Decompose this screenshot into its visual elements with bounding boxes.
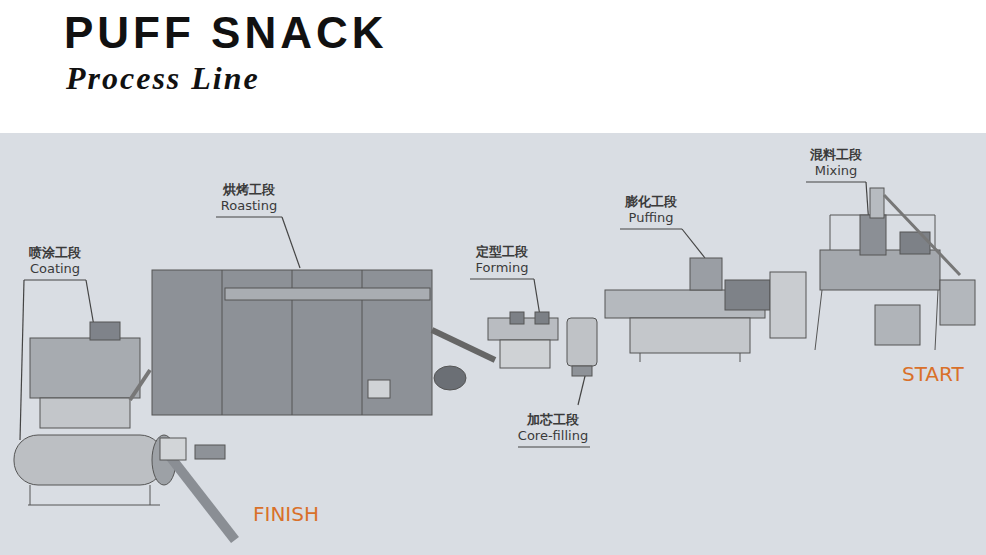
station-label: 定型工段 <box>476 243 528 261</box>
station-label: 加芯工段 <box>527 411 579 429</box>
station-label: 喷涂工段 <box>29 244 81 262</box>
station-label: Core-filling <box>518 428 588 443</box>
station-label: Roasting <box>221 198 277 213</box>
flow-marker: START <box>902 362 964 386</box>
flow-marker: FINISH <box>253 502 319 526</box>
station-label: Puffing <box>629 210 674 225</box>
leader-lines <box>20 182 870 447</box>
roasting-oven <box>152 270 495 415</box>
title: PUFF SNACK <box>64 8 388 58</box>
station-label: Coating <box>30 261 80 276</box>
background-panel <box>0 133 986 555</box>
subtitle: Process Line <box>66 60 260 97</box>
station-label: 膨化工段 <box>625 193 677 211</box>
seasoning-drum <box>14 435 235 540</box>
core-filling-machine <box>567 318 597 376</box>
forming-machine <box>488 312 558 368</box>
extruder-machine <box>605 258 806 362</box>
mixing-machine <box>815 188 975 350</box>
coating-machine <box>30 322 150 428</box>
station-label: 烘烤工段 <box>223 181 275 199</box>
station-label: 混料工段 <box>810 146 862 164</box>
station-label: Forming <box>476 260 529 275</box>
station-label: Mixing <box>815 163 858 178</box>
